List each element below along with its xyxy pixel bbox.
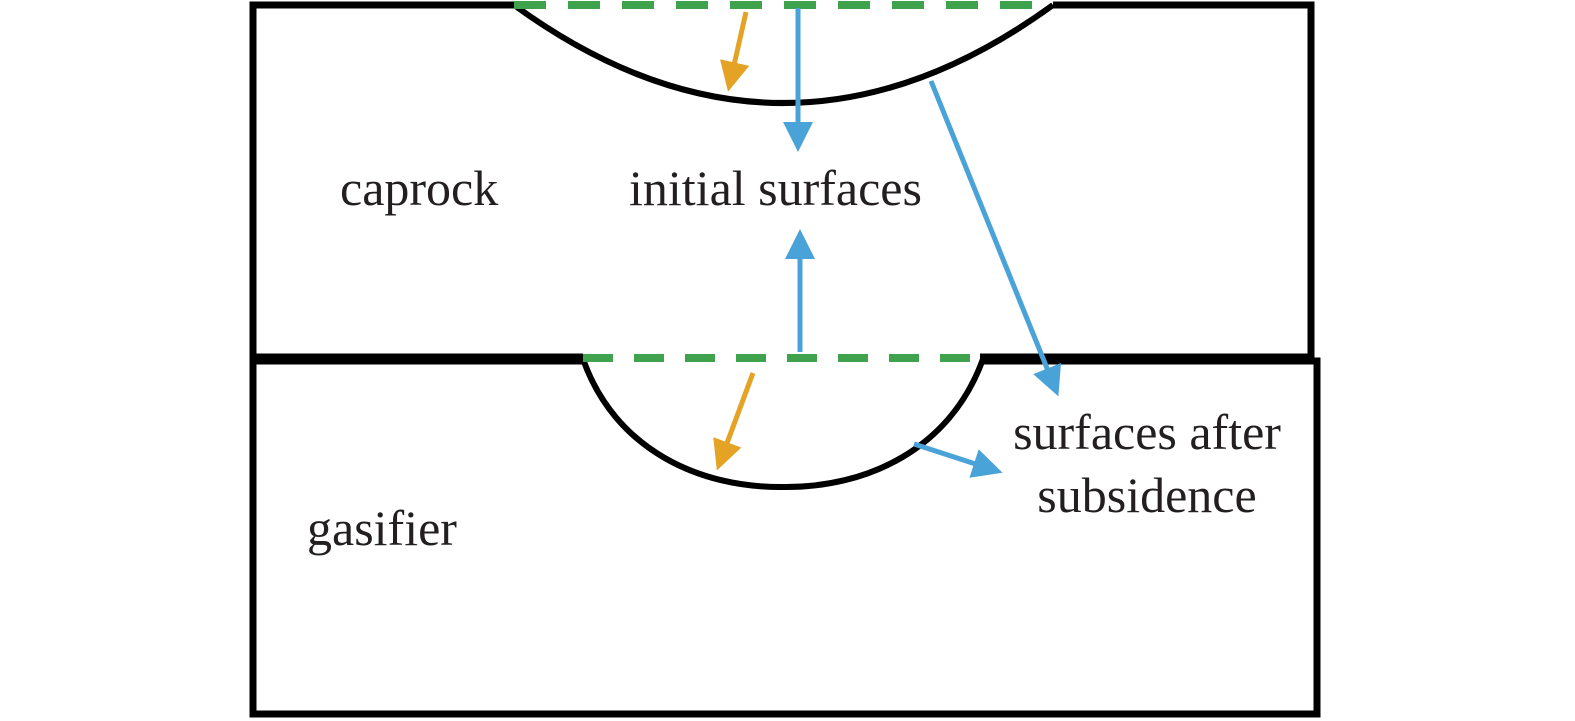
gasifier-displacement-arrow (713, 372, 756, 471)
gasifier-label: gasifier (307, 500, 457, 556)
surfaces-after-label-line1: surfaces after (1013, 404, 1281, 460)
caprock-layer-outline (249, 1, 1315, 361)
caprock-subsided-surface (512, 2, 1055, 106)
gasifier-subsided-surface (580, 357, 986, 491)
subsided-surface-arrow-caprock (928, 80, 1062, 397)
initial-surfaces-label: initial surfaces (629, 160, 922, 216)
surfaces-after-label-line2: subsidence (1037, 467, 1256, 523)
caprock-label: caprock (340, 160, 498, 216)
caprock-displacement-arrow (719, 11, 750, 92)
gasifier-layer-outline (249, 357, 1321, 718)
subsided-surface-arrow-gasifier (913, 441, 1003, 478)
